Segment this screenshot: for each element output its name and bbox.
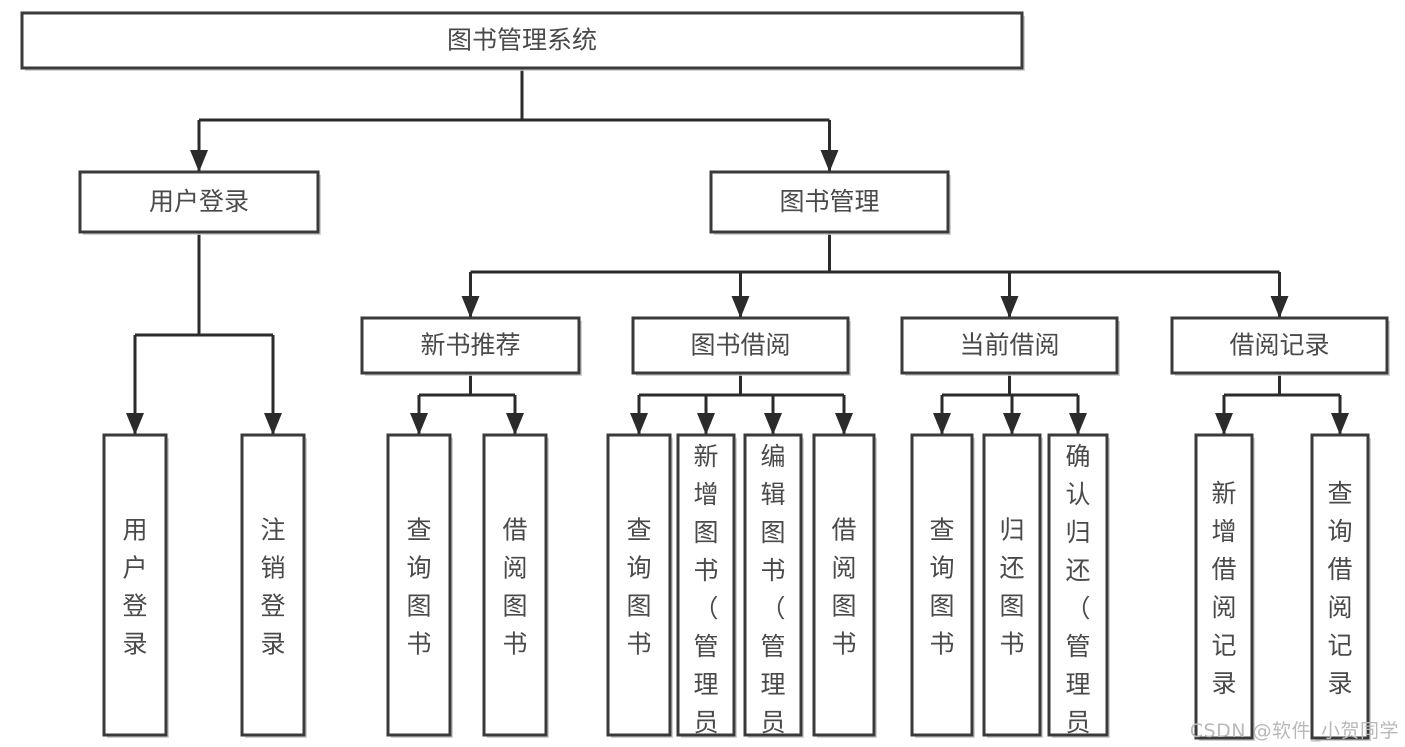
- node-rect[interactable]: [1170, 316, 1389, 375]
- node-layer: 图书管理系统用户登录用户登录注销登录图书管理新书推荐查询图书借阅图书图书借阅查询…: [20, 11, 1390, 747]
- arrow-head-icon: [1331, 413, 1349, 435]
- node-label: 归还图书: [999, 516, 1024, 659]
- node-label: 新增图书（管理员）: [693, 442, 718, 747]
- node-rect[interactable]: [360, 316, 581, 375]
- node-rect[interactable]: [102, 433, 168, 737]
- arrow-head-icon: [506, 413, 524, 435]
- node-current-confirm-return[interactable]: 确认归还（管理员）: [1047, 433, 1110, 747]
- node-new-book-recommend[interactable]: 新书推荐: [360, 316, 582, 376]
- node-label: 查询图书: [406, 516, 431, 659]
- arrow-head-icon: [126, 413, 144, 435]
- arrow-head-icon: [264, 413, 282, 435]
- node-label: 借阅图书: [831, 516, 856, 659]
- node-label: 当前借阅: [959, 331, 1059, 360]
- node-rect[interactable]: [1310, 433, 1370, 740]
- node-current-borrow[interactable]: 当前借阅: [900, 316, 1120, 376]
- node-rect[interactable]: [910, 433, 974, 737]
- node-label: 用户登录: [149, 187, 249, 216]
- arrow-head-icon: [820, 150, 839, 172]
- node-current-return-book[interactable]: 归还图书: [982, 433, 1043, 738]
- arrow-head-icon: [731, 296, 750, 318]
- node-rect[interactable]: [606, 433, 672, 737]
- node-borrow-query-book[interactable]: 查询图书: [606, 433, 673, 738]
- node-label: 新书推荐: [420, 331, 520, 360]
- arrow-head-icon: [835, 413, 853, 435]
- node-label: 新增借阅记录: [1211, 479, 1236, 698]
- node-rect[interactable]: [78, 170, 320, 234]
- node-rect[interactable]: [386, 433, 452, 737]
- node-rect[interactable]: [676, 433, 736, 737]
- arrow-head-icon: [630, 413, 648, 435]
- node-book-borrow[interactable]: 图书借阅: [631, 316, 851, 376]
- node-label: 图书管理: [779, 187, 879, 216]
- node-record-add[interactable]: 新增借阅记录: [1194, 433, 1255, 741]
- arrow-head-icon: [410, 413, 428, 435]
- node-label: 借阅记录: [1229, 331, 1329, 360]
- watermark-credit: CSDN @软件_小贺同学: [1189, 720, 1399, 742]
- arrow-head-icon: [461, 296, 480, 318]
- arrow-head-icon: [1069, 413, 1087, 435]
- arrow-head-icon: [1270, 296, 1289, 318]
- arrow-head-icon: [933, 413, 951, 435]
- node-label: 图书管理系统: [447, 26, 597, 55]
- node-borrow-edit-book[interactable]: 编辑图书（管理员）: [743, 433, 804, 747]
- node-rect[interactable]: [812, 433, 876, 737]
- node-user-logout-action[interactable]: 注销登录: [240, 433, 307, 738]
- node-label: 用户登录: [122, 516, 147, 659]
- arrow-head-icon: [190, 150, 208, 172]
- node-recommend-borrow-book[interactable]: 借阅图书: [482, 433, 549, 738]
- arrow-head-icon: [764, 413, 782, 435]
- node-rect[interactable]: [240, 433, 306, 737]
- node-record-query[interactable]: 查询借阅记录: [1310, 433, 1371, 741]
- arrow-head-icon: [1003, 413, 1021, 435]
- node-label: 注销登录: [260, 516, 285, 659]
- node-root[interactable]: 图书管理系统: [20, 11, 1025, 71]
- node-book-management[interactable]: 图书管理: [709, 170, 951, 235]
- node-rect[interactable]: [631, 316, 850, 375]
- node-borrow-add-book[interactable]: 新增图书（管理员）: [676, 433, 737, 747]
- connector-layer: [126, 68, 1349, 435]
- node-label: 查询借阅记录: [1327, 479, 1352, 698]
- node-rect[interactable]: [743, 433, 803, 737]
- node-user-login[interactable]: 用户登录: [78, 170, 321, 235]
- node-label: 确认归还（管理员）: [1065, 442, 1090, 747]
- node-current-query-book[interactable]: 查询图书: [910, 433, 975, 738]
- node-rect[interactable]: [982, 433, 1042, 737]
- node-rect[interactable]: [20, 11, 1024, 70]
- node-borrow-records[interactable]: 借阅记录: [1170, 316, 1390, 376]
- node-label: 查询图书: [626, 516, 651, 659]
- node-rect[interactable]: [709, 170, 950, 234]
- node-label: 查询图书: [929, 516, 954, 659]
- node-rect[interactable]: [1047, 433, 1109, 737]
- arrow-head-icon: [1000, 296, 1019, 318]
- node-label: 借阅图书: [502, 516, 527, 659]
- node-rect[interactable]: [482, 433, 548, 737]
- arrow-head-icon: [1215, 413, 1233, 435]
- node-user-login-action[interactable]: 用户登录: [102, 433, 169, 738]
- node-label: 编辑图书（管理员）: [760, 442, 785, 747]
- node-rect[interactable]: [900, 316, 1119, 375]
- arrow-head-icon: [697, 413, 715, 435]
- node-rect[interactable]: [1194, 433, 1254, 740]
- node-label: 图书借阅: [690, 331, 790, 360]
- node-borrow-borrow-book[interactable]: 借阅图书: [812, 433, 877, 738]
- node-recommend-query-book[interactable]: 查询图书: [386, 433, 453, 738]
